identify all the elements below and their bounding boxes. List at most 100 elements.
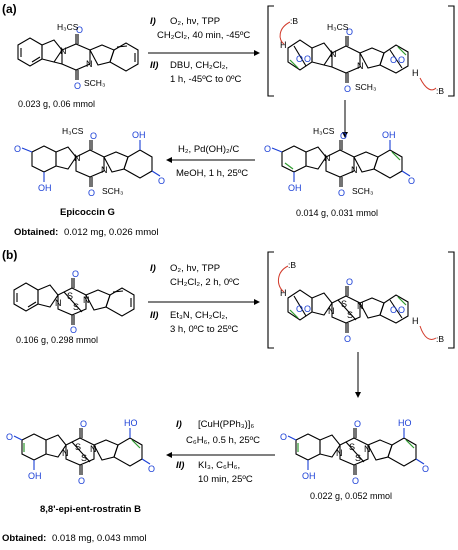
panel-b-curly-arrow-left [278,265,289,293]
panel-a-intermediate-amount: 0.014 g, 0.031 mmol [296,208,378,218]
svg-text:O: O [304,304,311,314]
svg-text:S: S [81,453,87,463]
panel-a-step2-num: II) [150,60,158,71]
panel-a-dienone-smethyl-bottom: SCH₃ [352,186,373,196]
panel-a-step1-reagents: O₂, hν, TPP [170,16,220,27]
panel-b-dienone-intermediate: O O HO OH N N S S O O [280,418,429,486]
svg-text:OH: OH [288,183,302,193]
panel-a-endoperoxide-intermediate: O O O O N N O O H H [280,27,419,94]
panel-a-step1-num: I) [150,16,156,27]
svg-text:O: O [354,419,361,429]
svg-text:S: S [73,302,79,312]
svg-text:O: O [80,419,87,429]
svg-text:N: N [55,298,62,308]
svg-text:S: S [341,299,347,309]
svg-text:OH: OH [132,130,146,140]
svg-text:OH: OH [28,471,42,481]
svg-text:O: O [76,25,83,35]
panel-b-base-left: :B [288,260,296,270]
svg-text:N: N [86,59,93,69]
svg-text:O: O [398,55,405,65]
svg-text:N: N [62,448,69,458]
svg-text:S: S [347,310,353,320]
svg-text:O: O [74,81,81,91]
panel-a-product-smethyl-top: H₃CS [62,126,84,136]
svg-text:OH: OH [302,471,316,481]
panel-a-start-smethyl-bottom: SCH₃ [84,78,105,88]
panel-a-label: (a) [2,2,17,16]
svg-text:O: O [158,176,165,186]
svg-text:N: N [357,301,364,311]
svg-text:N: N [351,165,358,175]
svg-text:O: O [72,269,79,279]
panel-b-step2-conditions: 3 h, 0ºC to 25ºC [170,324,238,335]
svg-text:O: O [78,476,85,486]
svg-text:O: O [346,27,353,37]
svg-text:O: O [304,54,311,64]
panel-b-rostratin-structure: O O HO OH N N S S O O [6,418,155,486]
svg-text:N: N [74,153,81,163]
panel-a-hydrogenation-reagents: H₂, Pd(OH)₂/C [178,144,239,155]
panel-a-base-left: :B [290,16,298,26]
svg-text:OH: OH [38,183,52,193]
svg-text:O: O [422,464,429,474]
svg-text:O: O [390,305,397,315]
svg-text:O: O [88,188,95,198]
panel-a-step2-conditions: 1 h, -45ºC to 0ºC [170,74,242,85]
panel-a-hydrogenation-conditions: MeOH, 1 h, 25ºC [176,168,248,179]
panel-b-step2-num: II) [150,310,158,321]
panel-a-base-right: :B [436,86,444,96]
panel-b-obtained-value: 0.018 mg, 0.043 mmol [52,533,147,544]
svg-text:S: S [75,442,81,452]
svg-text:N: N [357,61,364,71]
svg-text:O: O [296,304,303,314]
panel-a-starting-material: N N O O [17,25,139,91]
panel-a-start-amount: 0.023 g, 0.06 mmol [18,99,95,109]
panel-b-red-step1-reagents: [CuH(PPh₃)]₆ [198,419,254,430]
panel-a-obtained-value: 0.012 mg, 0.026 mmol [64,227,159,238]
panel-a-int-smethyl-bottom: SCH₃ [355,82,376,92]
svg-text:O: O [296,54,303,64]
panel-b-step1-num: I) [150,263,156,274]
svg-text:N: N [324,153,331,163]
panel-b-red-step1-num: I) [176,419,182,430]
panel-b-start-amount: 0.106 g, 0.298 mmol [16,335,98,345]
panel-b-obtained-label: Obtained: [2,533,46,544]
panel-a-start-smethyl-top: H₃CS [57,22,79,32]
panel-a-bracket [267,5,455,97]
svg-text:N: N [101,165,108,175]
panel-a-step2-reagents: DBU, CH₂Cl₂, [170,60,228,71]
svg-text:N: N [90,444,97,454]
svg-text:N: N [336,448,343,458]
panel-b-red-step1-conditions: C₆H₆, 0.5 h, 25ºC [186,435,260,446]
svg-text:O: O [6,432,13,442]
panel-b-bracket [267,251,455,349]
svg-text:O: O [90,131,97,141]
panel-b-label: (b) [2,248,17,262]
svg-text:H: H [412,68,419,78]
panel-b-step1-reagents: O₂, hν, TPP [170,263,220,274]
panel-a-curly-arrow-left [279,21,291,45]
svg-text:O: O [346,277,353,287]
panel-a-dienone-smethyl-top: H₃CS [313,126,335,136]
panel-b-curly-arrow-right [419,325,437,340]
svg-text:H: H [412,316,419,326]
panel-b-red-step2-num: II) [176,460,184,471]
svg-text:S: S [355,453,361,463]
svg-text:O: O [14,144,21,154]
svg-text:N: N [364,444,371,454]
panel-a-obtained-label: Obtained: [14,227,58,238]
panel-b-starting-material: N N S S O O [13,269,135,335]
svg-text:N: N [60,46,67,56]
svg-text:S: S [349,442,355,452]
svg-text:O: O [70,325,77,335]
svg-text:H: H [280,288,287,298]
svg-text:H: H [280,40,287,50]
panel-a-dienone-intermediate: O O OH OH N N O O [264,130,415,198]
panel-a-product-name: Epicoccin G [60,207,115,218]
panel-b-step1-conditions: CH₂Cl₂, 2 h, 0ºC [170,277,240,288]
svg-text:O: O [344,84,351,94]
svg-text:O: O [390,55,397,65]
panel-a-curly-arrow-right [419,77,437,91]
